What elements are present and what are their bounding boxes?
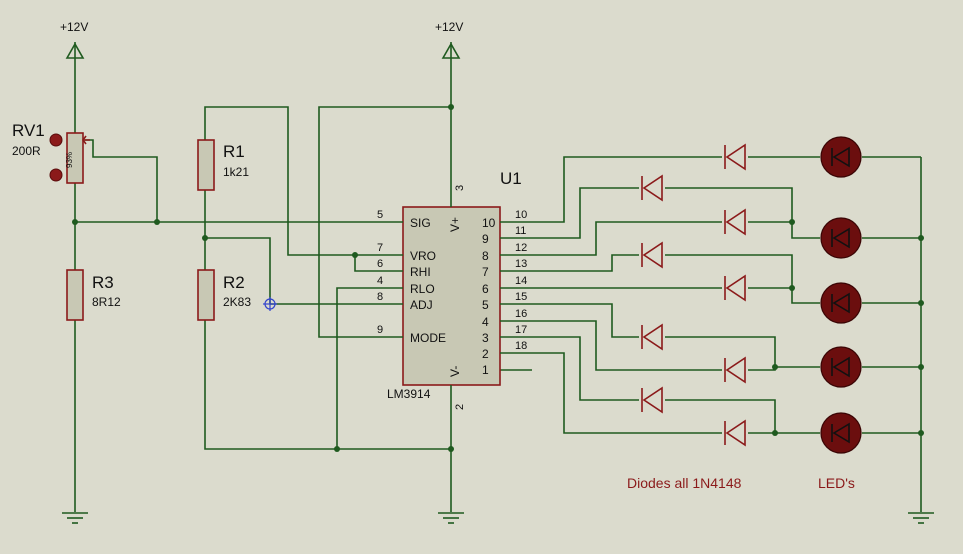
- ground-symbol-left: [62, 320, 88, 524]
- power-symbol-left: +12V: [60, 20, 88, 133]
- power-symbol-mid: +12V: [435, 20, 463, 108]
- r2-value: 2K83: [223, 295, 251, 309]
- led-3[interactable]: [820, 282, 862, 324]
- u1-pin-vro-num: 7: [377, 242, 383, 254]
- r1-value: 1k21: [223, 165, 249, 179]
- resistor-r2[interactable]: R2 2K83: [197, 269, 251, 321]
- u1-rpin-num-3: 13: [515, 258, 527, 270]
- u1-pin-rhi-label: RHI: [410, 265, 431, 279]
- resistor-r1[interactable]: R1 1k21: [197, 139, 249, 191]
- u1-part: LM3914: [387, 387, 431, 401]
- junction-dots: [72, 104, 924, 452]
- u1-rpin-num-2: 12: [515, 242, 527, 254]
- u1-rlabel-3: 7: [482, 265, 489, 279]
- ground-symbol-mid: [438, 396, 464, 524]
- u1-pin-rhi-num: 6: [377, 258, 383, 270]
- rv1-value: 200R: [12, 144, 41, 158]
- u1-bottom-pin-num: 2: [454, 404, 466, 410]
- u1-pin-sig-label: SIG: [410, 216, 431, 230]
- diode-d7[interactable]: [724, 356, 746, 384]
- rv1-adjust-down-icon[interactable]: [49, 168, 63, 182]
- u1-rlabel-1: 9: [482, 232, 489, 246]
- u1-pin-mode-label: MODE: [410, 331, 446, 345]
- r3-ref: R3: [92, 273, 114, 292]
- u1-rpin-num-0: 10: [515, 209, 527, 221]
- u1-top-pin-label: V+: [448, 217, 462, 232]
- ic-u1[interactable]: U1 LM3914 3 V+ 2 V- 5 7 6 4 8 9 SIG VRO …: [371, 169, 532, 410]
- u1-rpin-num-5: 15: [515, 291, 527, 303]
- u1-pin-adj-label: ADJ: [410, 298, 433, 312]
- u1-rlabel-4: 6: [482, 282, 489, 296]
- r1-ref: R1: [223, 142, 245, 161]
- u1-rpin-num-4: 14: [515, 275, 527, 287]
- u1-bottom-pin-label: V-: [448, 366, 462, 377]
- potentiometer-rv1[interactable]: 93% RV1 200R: [12, 121, 90, 184]
- u1-rlabel-7: 3: [482, 331, 489, 345]
- vcc-left-label: +12V: [60, 20, 88, 34]
- u1-ref: U1: [500, 169, 522, 188]
- u1-rlabel-8: 2: [482, 347, 489, 361]
- diode-d1[interactable]: [724, 143, 746, 171]
- u1-rpin-num-8: 18: [515, 340, 527, 352]
- u1-pin-mode-num: 9: [377, 324, 383, 336]
- probe-marker-icon[interactable]: [263, 297, 277, 311]
- u1-pin-rlo-label: RLO: [410, 282, 435, 296]
- diode-d9[interactable]: [724, 419, 746, 447]
- r3-value: 8R12: [92, 295, 121, 309]
- u1-pin-adj-num: 8: [377, 291, 383, 303]
- rv1-wiper-label: 93%: [65, 152, 74, 168]
- u1-rlabel-9: 1: [482, 363, 489, 377]
- u1-rpin-num-7: 17: [515, 324, 527, 336]
- diode-d6[interactable]: [641, 323, 663, 351]
- u1-rpin-num-6: 16: [515, 308, 527, 320]
- resistor-r3[interactable]: R3 8R12: [66, 269, 121, 321]
- led-4[interactable]: [820, 346, 862, 388]
- leds-note: LED's: [818, 475, 855, 491]
- u1-top-pin-num: 3: [454, 185, 466, 191]
- u1-rpin-num-1: 11: [515, 225, 526, 237]
- diode-d5[interactable]: [724, 274, 746, 302]
- vcc-mid-label: +12V: [435, 20, 463, 34]
- led-2[interactable]: [820, 217, 862, 259]
- u1-pin-sig-num: 5: [377, 209, 383, 221]
- u1-rlabel-2: 8: [482, 249, 489, 263]
- ground-symbol-right: [908, 157, 934, 524]
- led-1[interactable]: [820, 136, 862, 178]
- u1-pin-vro-label: VRO: [410, 249, 436, 263]
- u1-rlabel-6: 4: [482, 315, 489, 329]
- rv1-adjust-up-icon[interactable]: [49, 133, 63, 147]
- wiring: [74, 106, 921, 450]
- u1-rlabel-0: 10: [482, 216, 496, 230]
- u1-rlabel-5: 5: [482, 298, 489, 312]
- diode-d3[interactable]: [724, 208, 746, 236]
- u1-pin-rlo-num: 4: [377, 275, 383, 287]
- rv1-ref: RV1: [12, 121, 45, 140]
- diodes-note: Diodes all 1N4148: [627, 475, 742, 491]
- diode-d4[interactable]: [641, 241, 663, 269]
- r2-ref: R2: [223, 273, 245, 292]
- led-5[interactable]: [820, 412, 862, 454]
- diode-d8[interactable]: [641, 386, 663, 414]
- diode-d2[interactable]: [641, 174, 663, 202]
